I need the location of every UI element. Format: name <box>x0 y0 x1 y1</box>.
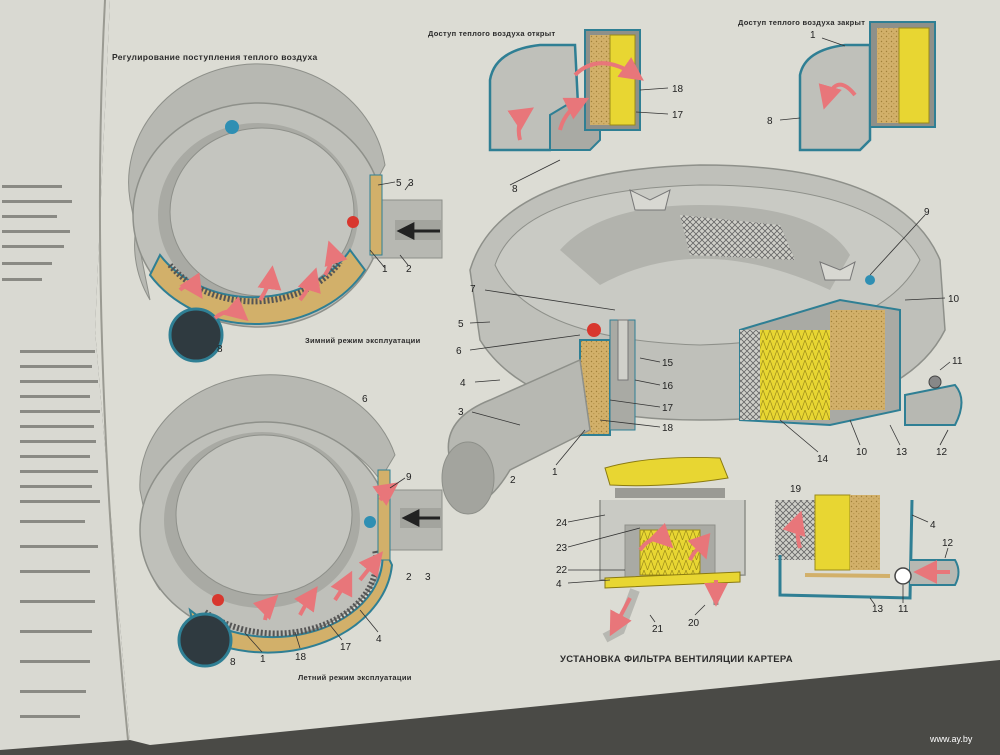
summer-label-6: 6 <box>362 394 368 405</box>
detail-label-4: 4 <box>930 520 936 531</box>
caption-winter-mode: Зимний режим эксплуатации <box>305 336 421 345</box>
main-label-3: 3 <box>458 407 464 418</box>
main-label-7: 7 <box>470 284 476 295</box>
caption-warm-air-open: Доступ теплого воздуха открыт <box>428 29 556 38</box>
summer-label-4: 4 <box>376 634 382 645</box>
vent-label-23: 23 <box>556 543 568 554</box>
detail-label-12: 12 <box>942 538 954 549</box>
winter-label-5: 5 <box>396 178 402 189</box>
caption-crankcase-filter: УСТАНОВКА ФИЛЬТРА ВЕНТИЛЯЦИИ КАРТЕРА <box>560 654 793 665</box>
main-label-11: 11 <box>952 356 963 367</box>
book-spine <box>98 0 129 741</box>
vent-label-24: 24 <box>556 518 568 529</box>
detail-label-11: 11 <box>898 604 909 615</box>
vent-label-20: 20 <box>688 618 700 629</box>
main-label-16: 16 <box>662 381 674 392</box>
detail-label-13: 13 <box>872 604 884 615</box>
closed-label-1: 1 <box>810 30 816 41</box>
main-label-6: 6 <box>456 346 462 357</box>
winter-label-1: 1 <box>382 264 388 275</box>
winter-label-8: 8 <box>217 344 223 355</box>
caption-regulation: Регулирование поступления теплого воздух… <box>112 52 318 62</box>
main-label-1: 1 <box>552 467 558 478</box>
warm-air-open-diagram: 18 17 8 <box>488 29 684 195</box>
summer-label-8: 8 <box>230 657 236 668</box>
detail-label-19: 19 <box>790 484 802 495</box>
caption-warm-air-closed: Доступ теплого воздуха закрыт <box>738 18 865 27</box>
air-cleaner-cutaway: 7 5 6 4 3 2 1 15 16 17 18 9 10 11 12 13 … <box>441 164 963 515</box>
main-label-15: 15 <box>662 358 674 369</box>
main-label-4: 4 <box>460 378 466 389</box>
main-label-14: 14 <box>817 454 829 465</box>
outlet-detail: 19 4 12 13 11 <box>775 484 960 615</box>
summer-mode-diagram: 6 9 2 3 1 18 17 4 8 <box>139 374 443 668</box>
summer-label-9: 9 <box>406 472 412 483</box>
main-label-12: 12 <box>936 447 948 458</box>
summer-label-2: 2 <box>406 572 412 583</box>
open-label-18: 18 <box>672 84 684 95</box>
crankcase-vent-filter: 24 23 22 4 21 20 <box>556 456 746 643</box>
closed-label-8: 8 <box>767 116 773 127</box>
winter-label-3: 3 <box>408 178 414 189</box>
summer-label-18: 18 <box>295 652 307 663</box>
vent-label-22: 22 <box>556 565 568 576</box>
caption-summer-mode: Летний режим эксплуатации <box>298 673 412 682</box>
summer-label-17: 17 <box>340 642 352 653</box>
main-label-10-bottom: 10 <box>856 447 868 458</box>
vent-label-4: 4 <box>556 579 562 590</box>
main-label-5-top: 5 <box>458 319 464 330</box>
vent-label-21: 21 <box>652 624 664 635</box>
main-label-13: 13 <box>896 447 908 458</box>
main-label-10-top: 10 <box>948 294 960 305</box>
main-label-17: 17 <box>662 403 674 414</box>
open-label-8: 8 <box>512 184 518 195</box>
left-page-text-lines <box>2 185 100 718</box>
main-label-9: 9 <box>924 207 930 218</box>
winter-label-2: 2 <box>406 264 412 275</box>
summer-label-3: 3 <box>425 572 431 583</box>
open-label-17: 17 <box>672 110 684 121</box>
main-label-18: 18 <box>662 423 674 434</box>
watermark: www.ay.by <box>929 734 973 744</box>
winter-mode-diagram: 5 3 1 2 8 <box>128 63 443 363</box>
summer-label-1: 1 <box>260 654 266 665</box>
main-label-2: 2 <box>510 475 516 486</box>
warm-air-closed-diagram: 1 8 <box>767 21 936 152</box>
